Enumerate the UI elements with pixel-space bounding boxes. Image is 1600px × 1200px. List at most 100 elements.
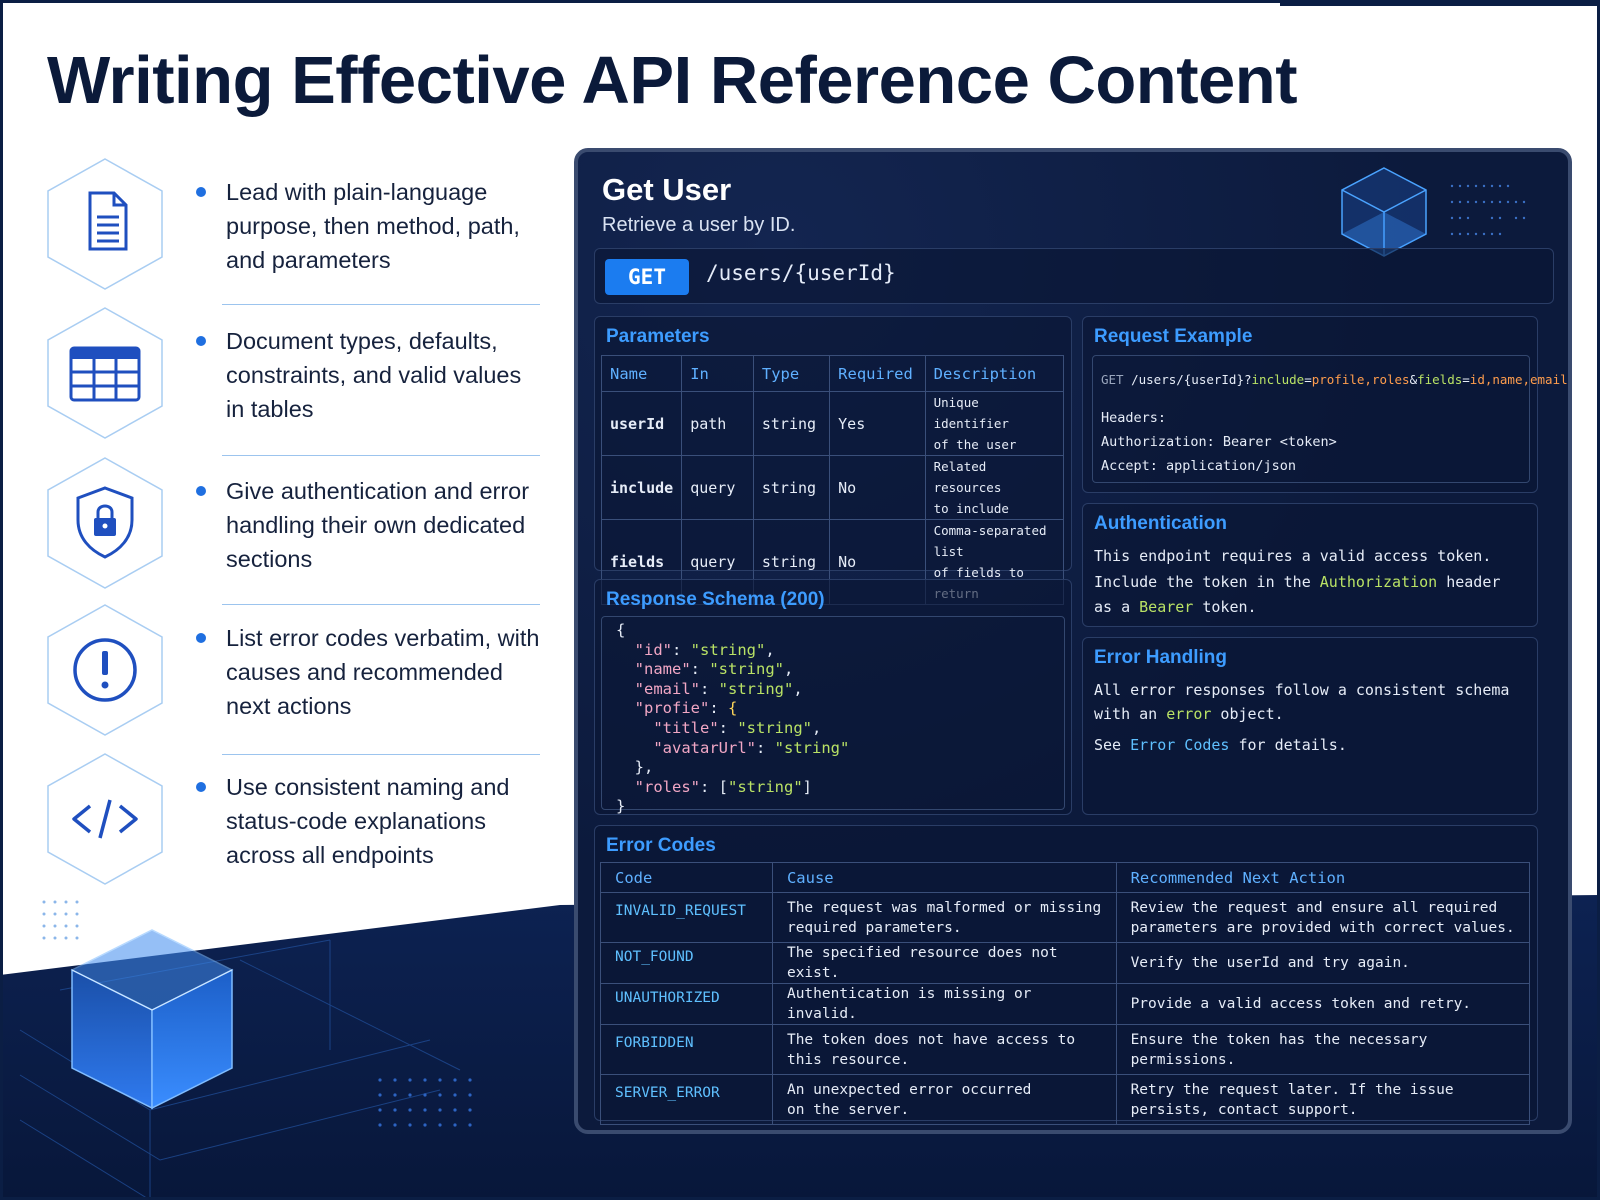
code-token (616, 699, 635, 717)
text-line: All error responses follow a consistent … (1094, 681, 1510, 699)
param-name: userId (600, 391, 683, 456)
code-token: : (690, 660, 710, 679)
error-code: INVALID_REQUEST (600, 892, 773, 943)
error-codes-table: Code Cause Recommended Next Action INVAL… (600, 862, 1531, 1125)
endpoint-bar: GET /users/{userId} (594, 248, 1554, 304)
error-action: Verify the userId and try again. (1115, 942, 1531, 984)
url-token: & (1409, 372, 1418, 387)
code-token: } (616, 797, 626, 816)
table-row: include query string No Related resource… (600, 455, 1065, 520)
text-span: with an (1094, 705, 1167, 723)
error-cause: An unexpected error occurred on the serve… (771, 1074, 1117, 1125)
cause-line: An unexpected error occurred (786, 1081, 1032, 1098)
highlight-authorization: Authorization (1319, 572, 1438, 591)
text-line: Include the token in the Authorization h… (1094, 570, 1530, 596)
param-required: Yes (829, 391, 926, 456)
url-token: = (1462, 372, 1470, 387)
bullet-icon (196, 486, 206, 496)
endpoint-title: Get User (602, 172, 732, 207)
param-type: string (752, 391, 831, 456)
code-line: "name": "string", (616, 660, 849, 680)
tip-item: List error codes verbatim, with causes a… (46, 603, 546, 737)
authentication-section: Authentication This endpoint requires a … (1082, 503, 1538, 627)
code-token: "string" (737, 718, 812, 737)
code-token: { (728, 699, 738, 718)
code-token: "roles" (634, 777, 700, 796)
request-example-section: Request Example GET /users/{userId}?incl… (1082, 316, 1568, 493)
header-line: Authorization: Bearer <token> (1101, 434, 1337, 450)
cause-line: The specified resource does not exist. (786, 945, 1058, 981)
code-token: { (616, 621, 626, 639)
cause-line: this resource. (786, 1051, 910, 1068)
url-token: = (1304, 372, 1312, 387)
text-span: header (1437, 572, 1501, 591)
highlight-bearer: Bearer (1139, 598, 1194, 616)
section-title: Authentication (1094, 513, 1227, 534)
action-line: persists, contact support. (1130, 1101, 1358, 1118)
url-token: GET (1101, 372, 1124, 387)
code-line: }, (616, 758, 849, 778)
error-code: UNAUTHORIZED (600, 983, 773, 1025)
cause-line: required parameters. (786, 919, 962, 936)
code-token: }, (616, 758, 654, 777)
api-reference-panel: Get User Retrieve a user by ID. GET /use… (574, 148, 1572, 1134)
column-header: Recommended Next Action (1115, 862, 1531, 893)
tip-item: Give authentication and error handling t… (46, 456, 546, 590)
cube-illustration (70, 929, 234, 1110)
text-span: for details. (1229, 736, 1347, 754)
cause-line: Authentication is missing or invalid. (786, 986, 1032, 1022)
bullet-icon (196, 782, 206, 792)
error-codes-link[interactable]: Error Codes (1130, 736, 1230, 754)
action-line: Ensure the token has the necessary (1130, 1031, 1428, 1048)
section-title: Error Codes (606, 835, 716, 856)
tip-text: Give authentication and error handling t… (226, 478, 530, 572)
error-code: FORBIDDEN (600, 1024, 773, 1075)
table-header-row: Name In Type Required Description (600, 355, 1065, 392)
error-action: Review the request and ensure all requir… (1115, 892, 1531, 943)
text-line: as a Bearer token. (1094, 595, 1530, 621)
code-token: "string" (718, 679, 794, 698)
dot-pattern (1450, 184, 1526, 236)
action-line: Retry the request later. If the issue (1130, 1081, 1454, 1098)
highlight-error: error (1166, 705, 1212, 723)
table-row: userId path string Yes Unique identifier… (600, 391, 1065, 456)
response-schema-section: Response Schema (200) { "id": "string", … (594, 579, 1072, 815)
action-line: Verify the userId and try again. (1130, 955, 1410, 971)
error-cause: The specified resource does not exist. (771, 942, 1117, 984)
description-line: Related resources (933, 459, 1002, 495)
action-line: parameters are provided with correct val… (1130, 919, 1515, 936)
error-handling-text: All error responses follow a consistent … (1094, 678, 1530, 757)
divider (222, 304, 540, 305)
endpoint-description: Retrieve a user by ID. (602, 214, 796, 236)
code-token: "string" (690, 640, 766, 659)
text-span: as a (1094, 598, 1140, 616)
code-line: "title": "string", (616, 719, 849, 739)
code-token: , (765, 640, 775, 659)
section-title: Response Schema (200) (606, 589, 825, 610)
error-cause: Authentication is missing or invalid. (771, 983, 1117, 1025)
code-line: "roles": ["string"] (616, 778, 849, 798)
code-line: "email": "string", (616, 680, 849, 700)
tip-item: Use consistent naming and status-code ex… (46, 752, 546, 886)
column-header: Code (600, 862, 773, 893)
tip-text: Document types, defaults, constraints, a… (226, 328, 522, 422)
table-row: NOT_FOUND The specified resource does no… (600, 942, 1531, 984)
text-line: with an error object. (1094, 702, 1530, 726)
tip-text: Use consistent naming and status-code ex… (226, 774, 510, 868)
code-token: , (784, 660, 794, 679)
description-line: of the user (933, 437, 1017, 452)
table-icon (47, 307, 163, 439)
cause-line: on the server. (786, 1101, 910, 1118)
request-url: GET /users/{userId}?include=profile,role… (1101, 372, 1568, 387)
section-title: Request Example (1094, 326, 1253, 347)
bullet-icon (196, 187, 206, 197)
request-headers: Headers: Authorization: Bearer <token> A… (1101, 406, 1337, 478)
code-token (616, 641, 635, 659)
divider (222, 604, 540, 605)
section-title: Parameters (606, 326, 710, 347)
code-token: : [ (700, 777, 728, 796)
